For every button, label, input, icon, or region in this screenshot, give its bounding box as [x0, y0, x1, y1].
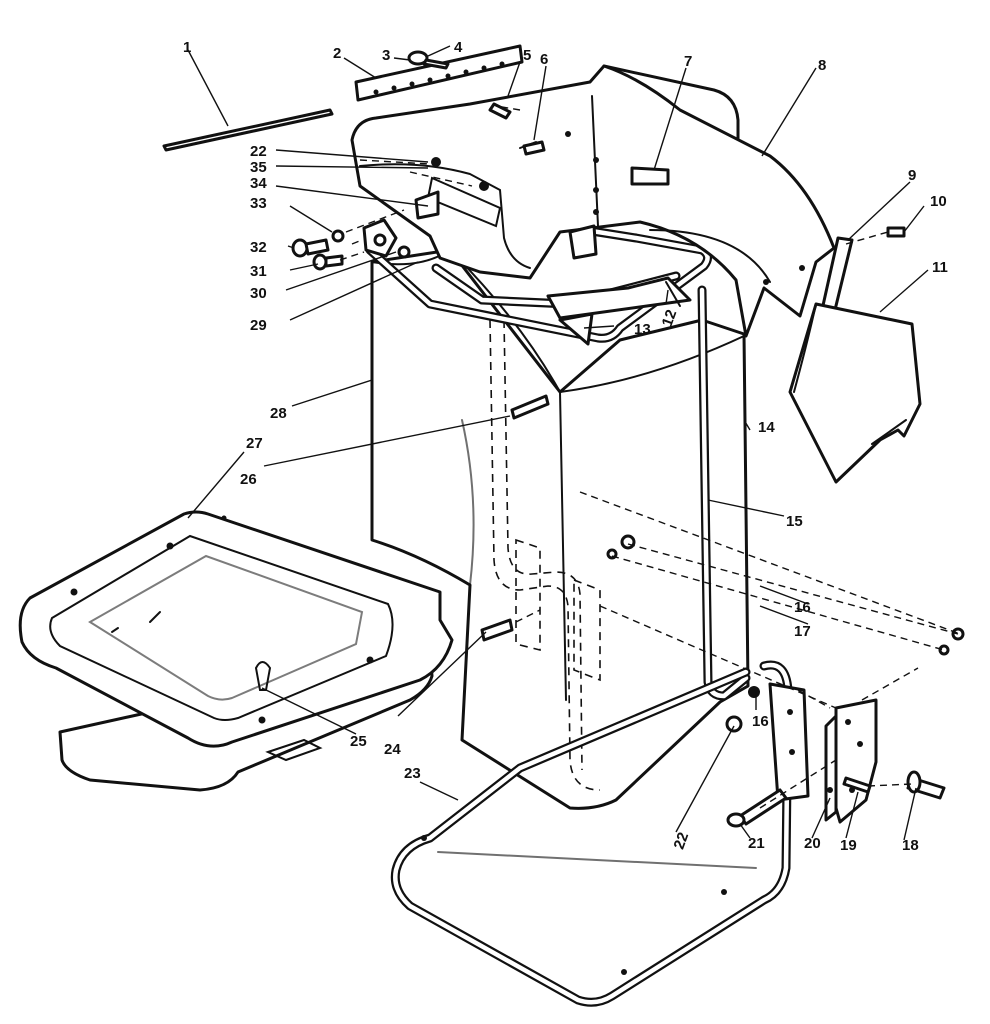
callout-24: 24: [384, 741, 401, 758]
frame-upright: [697, 285, 751, 701]
screw-19: [842, 776, 872, 794]
callout-26: 26: [240, 471, 257, 488]
callout-16b: 16: [752, 713, 769, 730]
callout-labels: 1 2 3 4 5 6 7 8 9 10 11 12 13 14 15 16 1…: [183, 39, 948, 854]
callout-18: 18: [902, 837, 919, 854]
callout-30: 30: [250, 285, 267, 302]
catcher-tray: [18, 510, 454, 792]
left-fasteners: [291, 229, 411, 271]
top-fasteners: [407, 50, 546, 156]
hinge-strip: [354, 44, 524, 102]
callout-11: 11: [932, 259, 948, 276]
callout-22a: 22: [250, 143, 267, 160]
callout-6: 6: [540, 51, 548, 68]
hidden-frame-lines: [489, 319, 601, 791]
assembly-lines: [339, 105, 961, 809]
deflector-11: [788, 302, 922, 484]
callout-21: 21: [748, 835, 765, 852]
catcher-housing: [350, 64, 836, 338]
callout-17: 17: [794, 623, 811, 640]
callout-33: 33: [250, 195, 267, 212]
callout-28: 28: [270, 405, 287, 422]
bushing-24: [480, 618, 514, 642]
frame-bracket: [748, 682, 810, 802]
callout-23: 23: [404, 765, 421, 782]
callout-1: 1: [183, 39, 191, 56]
callout-2: 2: [333, 45, 341, 62]
callout-7: 7: [684, 53, 692, 70]
inner-chute: [546, 276, 692, 320]
callout-22b: 22: [671, 830, 693, 851]
mounting-bracket: [824, 698, 878, 824]
callout-16a: 16: [794, 599, 811, 616]
callout-8: 8: [818, 57, 826, 74]
callout-20: 20: [804, 835, 821, 852]
bolt-21: [726, 788, 788, 828]
callout-35: 35: [250, 159, 267, 176]
callout-34: 34: [250, 175, 267, 192]
callout-12: 12: [659, 307, 681, 328]
callout-9: 9: [908, 167, 916, 184]
callout-27: 27: [246, 435, 263, 452]
callout-15: 15: [786, 513, 803, 530]
screw-10: [886, 226, 906, 238]
callout-leaders: [187, 45, 929, 841]
callout-14: 14: [758, 419, 775, 436]
hinge-rod: [162, 108, 334, 152]
callout-5: 5: [523, 47, 531, 64]
callout-32: 32: [250, 239, 267, 256]
callout-4: 4: [454, 39, 463, 56]
callout-10: 10: [930, 193, 947, 210]
clip-26: [510, 394, 550, 420]
callout-19: 19: [840, 837, 857, 854]
callout-3: 3: [382, 47, 390, 64]
callout-25: 25: [350, 733, 367, 750]
right-fasteners: [606, 534, 965, 656]
callout-29: 29: [250, 317, 267, 334]
nut-22-lower: [725, 715, 743, 733]
callout-13: 13: [634, 321, 651, 338]
bolt-18: [906, 770, 946, 800]
callout-31: 31: [250, 263, 267, 280]
